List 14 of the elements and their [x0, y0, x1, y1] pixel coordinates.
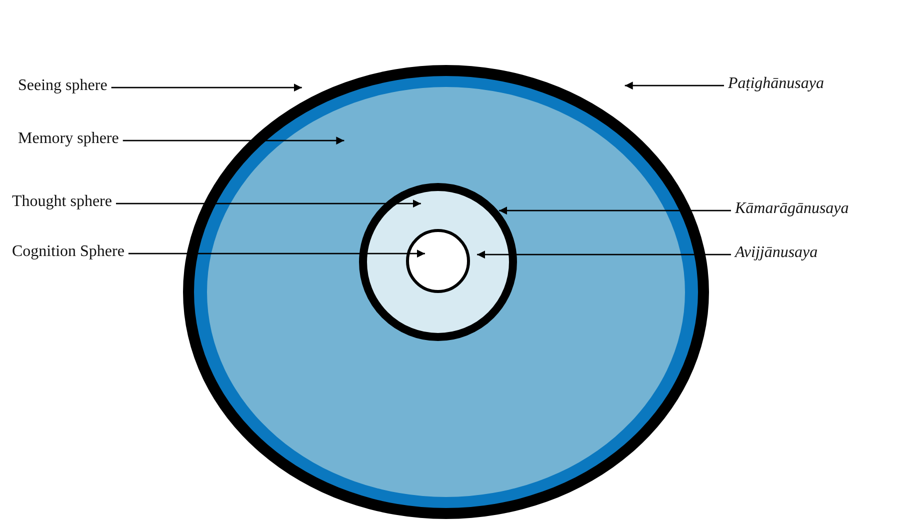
leader-arrow	[624, 82, 724, 90]
leader-arrow	[122, 136, 344, 145]
leader-arrow	[477, 250, 731, 259]
sphere-label: Kāmarāgānusaya	[735, 199, 849, 218]
sphere-label: Cognition Sphere	[12, 242, 124, 262]
leader-arrow	[116, 200, 421, 208]
sphere-label: Memory sphere	[18, 129, 119, 148]
leader-arrow	[128, 250, 425, 258]
sphere-label: Thought sphere	[12, 192, 112, 212]
sphere-label: Paṭighānusaya	[728, 74, 824, 94]
sphere-label: Seeing sphere	[18, 76, 108, 96]
leader-arrow	[499, 206, 731, 215]
leader-arrow	[111, 84, 302, 92]
sphere-label: Avijjānusaya	[735, 243, 818, 262]
